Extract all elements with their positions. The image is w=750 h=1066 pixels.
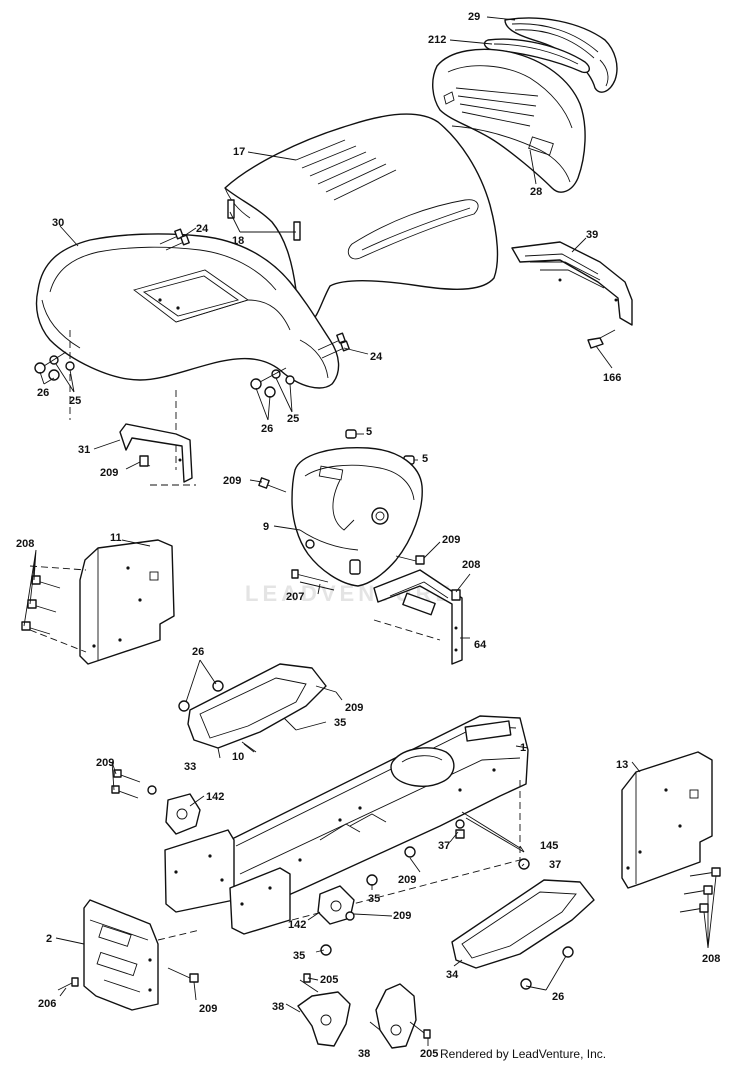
callout-5a: 5	[366, 426, 372, 438]
callout-25b: 25	[287, 413, 299, 425]
part-13-side-panel[interactable]	[621, 751, 713, 889]
part-209-screw-front[interactable]	[167, 967, 199, 983]
callout-18: 18	[232, 235, 244, 247]
part-34-footrest[interactable]	[451, 879, 595, 990]
callout-10: 10	[232, 751, 244, 763]
callout-31: 31	[78, 444, 90, 456]
part-28-nose[interactable]	[432, 48, 586, 193]
callout-142a: 142	[206, 791, 224, 803]
callout-26c: 26	[192, 646, 204, 658]
callout-39: 39	[586, 229, 598, 241]
callout-209b: 209	[223, 475, 241, 487]
callout-209f: 209	[398, 874, 416, 886]
part-209-screws-frame-mid[interactable]	[320, 846, 416, 956]
callout-34: 34	[446, 969, 459, 981]
callout-209a: 209	[100, 467, 118, 479]
callout-208b: 208	[462, 559, 480, 571]
callout-5b: 5	[422, 453, 428, 465]
callout-13: 13	[616, 759, 628, 771]
part-142-bracket-b[interactable]	[317, 885, 355, 925]
part-207-screws[interactable]	[291, 569, 335, 591]
callout-35a: 35	[334, 717, 346, 729]
part-209-screw-a[interactable]	[258, 477, 287, 493]
part-2-front-plate[interactable]	[83, 899, 201, 1011]
callout-38b: 38	[358, 1048, 370, 1060]
callout-205b: 205	[420, 1048, 438, 1060]
callout-28: 28	[530, 186, 542, 198]
callout-35b: 35	[368, 893, 380, 905]
callout-labels: 29 212 17 28 30 24 18 39 24 26 25 26 25 …	[16, 11, 720, 1060]
callout-2: 2	[46, 933, 52, 945]
part-1-frame[interactable]	[164, 715, 529, 935]
part-30-fender[interactable]	[35, 233, 340, 470]
callout-26d: 26	[552, 991, 564, 1003]
callout-166: 166	[603, 372, 621, 384]
callout-205a: 205	[320, 974, 338, 986]
callout-37b: 37	[549, 859, 561, 871]
callout-35c: 35	[293, 950, 305, 962]
part-209-screws-frame-left[interactable]	[111, 769, 157, 799]
part-25-26-right[interactable]	[250, 367, 295, 398]
part-11-side-panel[interactable]	[29, 539, 175, 665]
callout-212: 212	[428, 34, 446, 46]
callout-11: 11	[110, 532, 122, 544]
part-208-screws-left[interactable]	[21, 575, 61, 635]
part-209-screw-b[interactable]	[139, 455, 151, 467]
part-33-footrest[interactable]	[178, 663, 337, 753]
callout-206: 206	[38, 998, 56, 1010]
part-24-screws-upper[interactable]	[159, 228, 190, 251]
callout-64: 64	[474, 639, 487, 651]
callout-24b: 24	[370, 351, 383, 363]
part-64-panel[interactable]	[373, 569, 463, 665]
callout-209d: 209	[345, 702, 363, 714]
callout-209c: 209	[442, 534, 460, 546]
callout-208c: 208	[702, 953, 720, 965]
part-29-grille[interactable]	[504, 17, 618, 93]
leader-lines	[23, 16, 717, 1046]
callout-38a: 38	[272, 1001, 284, 1013]
callout-17: 17	[233, 146, 245, 158]
callout-207: 207	[286, 591, 304, 603]
callout-33: 33	[184, 761, 196, 773]
part-39-bracket[interactable]	[511, 241, 633, 326]
callout-209g: 209	[393, 910, 411, 922]
part-206-screw[interactable]	[57, 977, 79, 991]
callout-29: 29	[468, 11, 480, 23]
part-9-dash[interactable]	[291, 447, 423, 587]
callout-145: 145	[540, 840, 558, 852]
callout-208a: 208	[16, 538, 34, 550]
callout-24a: 24	[196, 223, 209, 235]
part-209-screw-c[interactable]	[395, 555, 425, 565]
credit-text: Rendered by LeadVenture, Inc.	[440, 1047, 607, 1061]
callout-209e: 209	[96, 757, 114, 769]
callout-25a: 25	[69, 395, 81, 407]
callout-37a: 37	[438, 840, 450, 852]
callout-30: 30	[52, 217, 64, 229]
callout-9: 9	[263, 521, 269, 533]
part-142-bracket-a[interactable]	[165, 793, 201, 835]
part-31-bracket[interactable]	[119, 423, 196, 486]
callout-209h: 209	[199, 1003, 217, 1015]
part-38-bracket-a[interactable]	[297, 973, 351, 1047]
part-212-bracket[interactable]	[483, 38, 590, 74]
part-25-26-left[interactable]	[34, 351, 75, 381]
part-17-hood[interactable]	[224, 113, 499, 323]
callout-1: 1	[520, 742, 526, 754]
part-145-rod[interactable]	[455, 811, 530, 870]
callout-26b: 26	[261, 423, 273, 435]
part-38-bracket-b[interactable]	[375, 983, 431, 1049]
callout-26a: 26	[37, 387, 49, 399]
part-166-screw[interactable]	[587, 329, 616, 349]
callout-142b: 142	[288, 919, 306, 931]
